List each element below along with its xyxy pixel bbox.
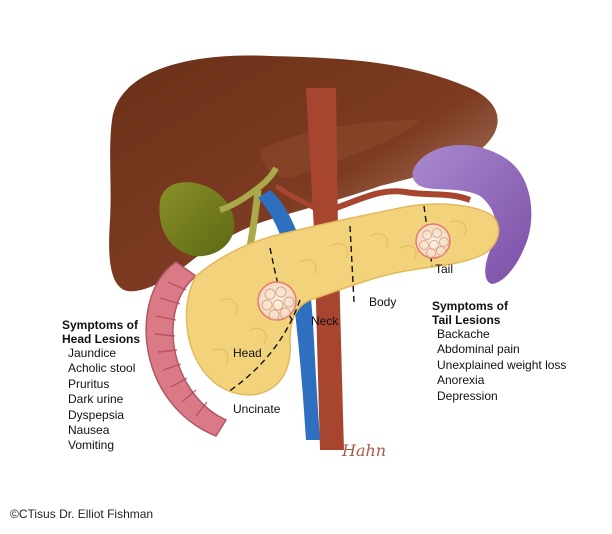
list-item: Dyspepsia (68, 407, 125, 422)
splenic-artery (329, 188, 472, 213)
list-item: Abdominal pain (437, 342, 520, 357)
spleen (412, 145, 532, 284)
head-lesions-title-line1: Symptoms of (62, 318, 139, 332)
list-item: Jaundice (68, 346, 117, 360)
list-item: Vomiting (68, 438, 115, 453)
head-lesions-list: Jaundice Acholic stool Pruritus Dark uri… (68, 346, 135, 454)
label-head: Head (233, 346, 262, 360)
label-neck: Neck (311, 314, 339, 328)
list-item: Nausea (68, 423, 110, 438)
list-item: Pruritus (68, 376, 110, 391)
portal-vein (258, 190, 320, 440)
tail-lesions-list: Backache Abdominal pain Unexplained weig… (437, 327, 566, 404)
cystic-duct (219, 166, 279, 213)
liver-fold (260, 120, 420, 178)
label-body: Body (369, 295, 397, 309)
tail-lesions-title-line2: Tail Lesions (432, 313, 501, 327)
duodenum (145, 261, 228, 437)
list-item: Backache (437, 327, 490, 341)
list-item: Unexplained weight loss (437, 357, 567, 372)
tail-tumor (415, 223, 451, 259)
artist-signature: Hahn (341, 441, 386, 460)
pancreas-lobules (211, 220, 467, 365)
list-item: Acholic stool (68, 361, 136, 376)
hepatic-artery (274, 183, 320, 213)
list-item: Depression (437, 388, 498, 403)
label-tail: Tail (435, 262, 454, 276)
copyright-credit: ©CTisus Dr. Elliot Fishman (10, 507, 154, 521)
list-item: Anorexia (437, 373, 485, 388)
head-lesions-title-line2: Head Lesions (62, 332, 141, 346)
tail-lesions-title-line1: Symptoms of (432, 299, 509, 313)
list-item: Dark urine (68, 392, 124, 407)
duodenum-folds (154, 281, 208, 417)
label-uncinate: Uncinate (233, 402, 281, 416)
gallbladder (159, 182, 235, 257)
head-tumor (257, 281, 297, 321)
